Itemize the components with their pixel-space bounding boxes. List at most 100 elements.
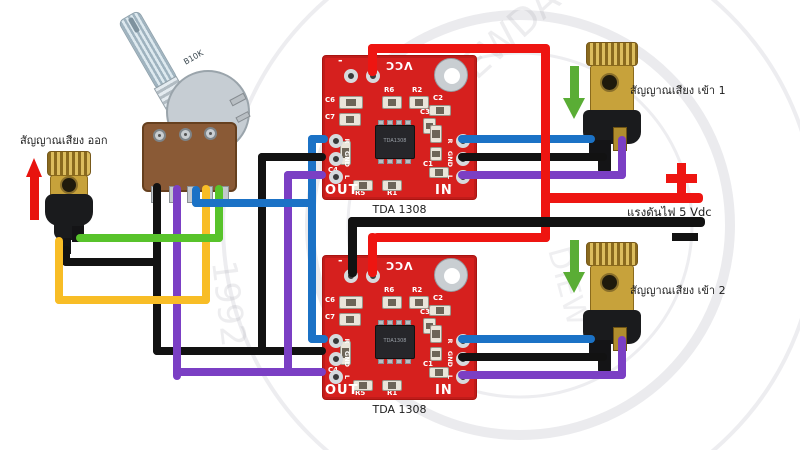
wire-yellow-output-plug (55, 237, 63, 304)
pot-screw (179, 128, 192, 141)
vcc-label: VCC (385, 259, 413, 272)
cap-c6 (339, 296, 363, 309)
ref-c3: C3 (420, 308, 431, 316)
wire-in1-gnd (458, 153, 607, 161)
mounting-hole (434, 58, 468, 92)
wire-in2-gnd (458, 353, 607, 361)
ref-r6: R6 (384, 286, 395, 294)
ref-c6: C6 (325, 96, 336, 104)
res-r5 (353, 380, 373, 391)
volume-potentiometer: B10K (95, 0, 265, 210)
chip-marking: TDA1308 (383, 138, 407, 144)
wire-gnd-board1-out (258, 153, 326, 161)
wire-l-board1-out (284, 171, 326, 179)
out-l-pad (329, 170, 343, 184)
tda1308-chip: TDA1308 (375, 125, 415, 159)
wire-minus-lead (348, 217, 705, 227)
board-2-caption: TDA 1308 (372, 403, 427, 416)
wire-vcc-trunk (541, 44, 550, 242)
ref-r1: R1 (387, 389, 398, 397)
wire-blue-pot-drop (192, 186, 200, 207)
res-r6 (382, 296, 402, 309)
wire-vcc-board1-drop (368, 44, 377, 76)
wire-yellow-run (55, 296, 210, 304)
wire-vcc-board2-run (373, 233, 550, 242)
out-gnd-pad (329, 352, 343, 366)
ref-c2: C2 (433, 294, 444, 302)
output-plug-knurl (47, 151, 91, 176)
res-r6 (382, 96, 402, 109)
amp-board-1: - VCC C6 R6 R2 C2 C7 C3 TDA1308 C1 C4 R5… (322, 55, 477, 200)
input1-arrow-shaft (570, 66, 579, 100)
component (430, 125, 442, 143)
cap-c7 (339, 313, 361, 326)
board-1-caption: TDA 1308 (372, 203, 427, 216)
ref-r5: R5 (355, 389, 366, 397)
input1-plug-hole (600, 73, 619, 92)
out-r-pad (329, 134, 343, 148)
cap-c1 (429, 167, 449, 178)
out-label: OUT (325, 383, 359, 398)
mounting-hole (434, 258, 468, 292)
input2-plug-hole (600, 273, 619, 292)
ref-r5: R5 (355, 189, 366, 197)
wire-gnd-board2-run (153, 347, 326, 355)
pot-marking: B10K (182, 48, 205, 67)
wire-in1-l-riser (618, 136, 626, 179)
out-r-label: R (343, 138, 351, 144)
wire-blue-right-channel (308, 135, 316, 343)
wire-yellow-pot-drop (202, 185, 210, 304)
ref-r2: R2 (412, 286, 423, 294)
wire-green-output-run (76, 234, 223, 242)
in-gnd-label: GND (446, 350, 454, 368)
cap-c7 (339, 113, 361, 126)
res-r1 (382, 180, 402, 191)
ref-c7: C7 (325, 313, 336, 321)
ref-c7: C7 (325, 113, 336, 121)
wire-gnd-board1-drop (258, 153, 266, 355)
ref-r1: R1 (387, 189, 398, 197)
output-arrow-shaft (30, 176, 39, 220)
wire-in1-r (458, 135, 595, 143)
out-gnd-label: GND (343, 350, 351, 368)
watermark-text-2: 1992 (203, 258, 253, 349)
in-r-label: R (446, 138, 454, 144)
wire-l-board2-run (173, 368, 326, 376)
input1-arrow-icon (563, 98, 585, 119)
in-label: IN (435, 383, 453, 398)
wire-in2-l (458, 371, 626, 379)
out-r-pad (329, 334, 343, 348)
wire-green-pot-drop (215, 185, 223, 242)
in-gnd-label: GND (446, 150, 454, 168)
out-gnd-label: GND (343, 150, 351, 168)
tda1308-chip: TDA1308 (375, 325, 415, 359)
cap-c2 (429, 105, 451, 116)
wire-in2-r (458, 335, 595, 343)
ref-r6: R6 (384, 86, 395, 94)
wire-blue-board2-out-r (308, 335, 328, 343)
wire-l-board1-drop (284, 171, 292, 376)
ref-r2: R2 (412, 86, 423, 94)
wire-gnd-pot-drop (153, 183, 161, 355)
output-plug-sleeve (45, 194, 93, 226)
wire-gnd-output-run (62, 258, 161, 266)
res-r2 (409, 296, 429, 309)
out-l-pad (329, 370, 343, 384)
input2-arrow-shaft (570, 240, 579, 274)
power-minus-pad (344, 69, 358, 83)
res-r2 (409, 96, 429, 109)
component (430, 325, 442, 343)
input2-arrow-icon (563, 272, 585, 293)
input1-plug-lug (589, 140, 599, 156)
ref-c3: C3 (420, 108, 431, 116)
input2-plug-lug (589, 340, 599, 356)
wire-vcc-top-run (368, 44, 549, 53)
chip-marking: TDA1308 (383, 338, 407, 344)
out-r-label: R (343, 338, 351, 344)
input1-signal-label: สัญญาณเสียง เข้า 1 (630, 84, 726, 97)
pot-screw (204, 127, 217, 140)
ref-c2: C2 (433, 94, 444, 102)
res-r1 (382, 380, 402, 391)
